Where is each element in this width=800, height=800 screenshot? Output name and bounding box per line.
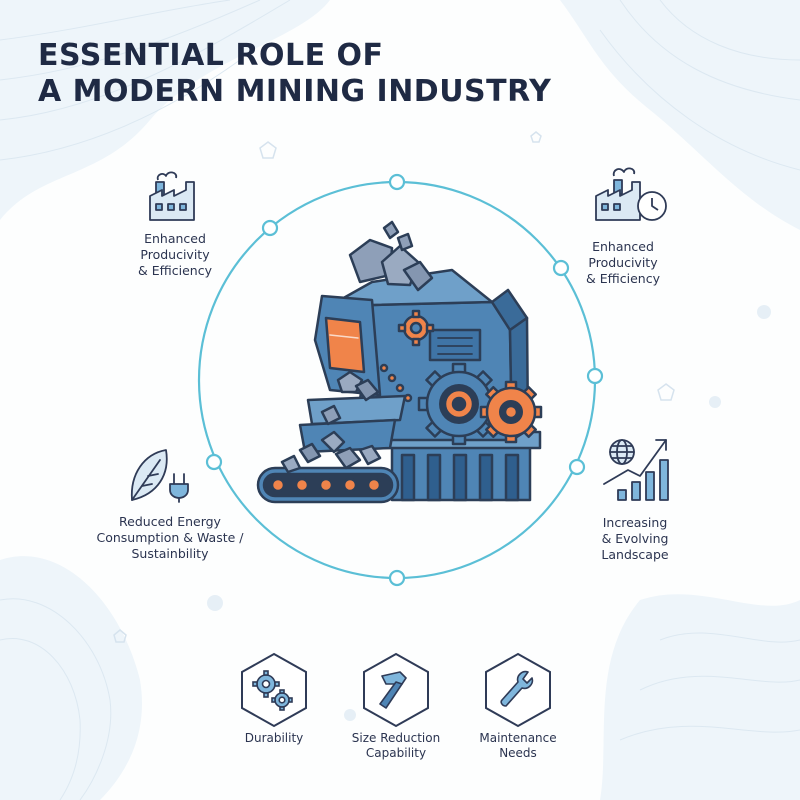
ring-node (261, 219, 279, 237)
benefit-mid-right-label: Increasing & Evolving Landscape (601, 515, 669, 562)
hammer-icon (379, 671, 407, 709)
benefit-top-right-label: Enhanced Producivity & Efficiency (586, 239, 660, 286)
ring-node (568, 458, 586, 476)
benefit-mid-left-label: Reduced Energy Consumption & Waste / Sus… (96, 514, 244, 561)
gears-icon (252, 670, 293, 711)
globe-growth-chart-icon (603, 439, 669, 501)
maintenance-label: Maintenance Needs (479, 731, 557, 760)
factory-icon (149, 171, 195, 221)
durability-hex-icon (241, 652, 307, 728)
factory-clock-icon (595, 167, 667, 221)
title-line-2: A MODERN MINING INDUSTRY (38, 74, 552, 109)
maintenance-hex-icon (485, 652, 551, 728)
size-reduction-hex-icon (363, 652, 429, 728)
wrench-icon (500, 670, 534, 707)
size-reduction-label: Size Reduction Capability (351, 731, 441, 760)
page-title: ESSENTIAL ROLE OF A MODERN MINING INDUST… (38, 38, 551, 110)
benefit-top-left-label: Enhanced Producivity & Efficiency (138, 231, 212, 278)
ring-node (388, 569, 406, 587)
ring-node (586, 367, 604, 385)
ring-node (388, 173, 406, 191)
ring-node (552, 259, 570, 277)
crusher-machine-illustration (256, 220, 543, 504)
ring-node (205, 453, 223, 471)
leaf-plug-icon (131, 449, 189, 503)
durability-label: Durability (244, 731, 304, 745)
title-line-1: ESSENTIAL ROLE OF (38, 38, 384, 73)
